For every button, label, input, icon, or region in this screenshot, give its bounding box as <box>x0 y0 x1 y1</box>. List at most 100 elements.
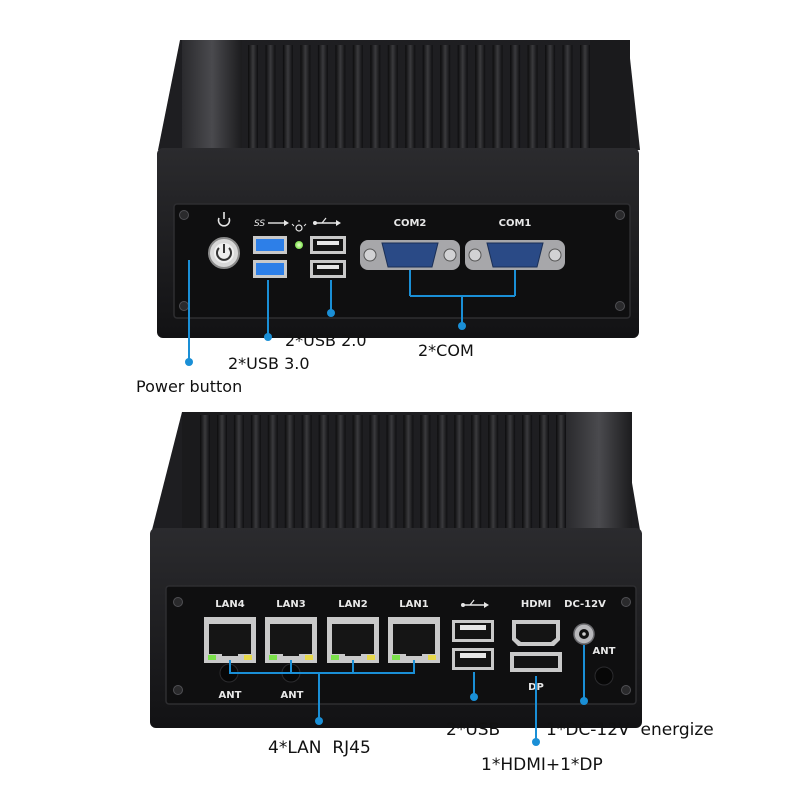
usb3-port[interactable] <box>253 260 287 278</box>
bottom-heatsink-fins <box>200 415 566 575</box>
heatsink-fin <box>522 415 533 575</box>
screw <box>173 597 183 607</box>
heatsink-fin <box>492 45 503 192</box>
heatsink-fin <box>318 415 329 575</box>
heatsink-fin <box>437 415 448 575</box>
callout-dot <box>458 322 466 330</box>
callout-dc: 1*DC-12V energize <box>546 720 714 740</box>
heatsink-fin <box>539 415 549 575</box>
lan1-label: LAN1 <box>399 599 428 610</box>
top-unit: SS <box>136 40 640 396</box>
heatsink-fin <box>282 45 293 192</box>
heatsink-fin <box>335 415 346 575</box>
callout-usb: 2*USB <box>446 720 500 740</box>
usb3-icon: SS <box>254 219 289 229</box>
com1-port[interactable] <box>465 240 565 270</box>
heatsink-fin <box>403 415 414 575</box>
usb-port[interactable] <box>452 620 494 642</box>
callout-dot <box>532 738 540 746</box>
top-heatsink-fins <box>248 45 590 192</box>
lan-port[interactable] <box>204 617 256 663</box>
heatsink-fin <box>317 45 328 192</box>
lan2-label: LAN2 <box>338 599 367 610</box>
dc-jack[interactable] <box>573 623 595 645</box>
heatsink-fin <box>454 415 465 575</box>
callout-lines-bottom <box>229 645 585 742</box>
lan-port[interactable] <box>388 617 440 663</box>
heatsink-fin <box>471 415 482 575</box>
status-led <box>295 241 303 249</box>
lan4-label: LAN4 <box>215 599 244 610</box>
heatsink-fin <box>420 415 431 575</box>
heatsink-fin <box>562 45 573 192</box>
bottom-unit: LAN4 LAN3 LAN2 LAN1 HDMI <box>150 412 714 775</box>
heatsink-fin <box>386 415 397 575</box>
usb-icon <box>461 599 489 608</box>
heatsink-fin <box>200 415 210 575</box>
lan-led-yellow <box>244 655 252 660</box>
hdmi-label: HDMI <box>521 599 551 610</box>
antenna-hole <box>594 666 614 686</box>
heatsink-fin <box>250 415 261 575</box>
heatsink-fin <box>217 415 227 575</box>
callout-lan: 4*LAN RJ45 <box>268 738 371 758</box>
usb2-port[interactable] <box>310 236 346 254</box>
lan-led-green <box>208 655 216 660</box>
lan-led-green <box>269 655 277 660</box>
usb2-port[interactable] <box>310 260 346 278</box>
usb3-port[interactable] <box>253 236 287 254</box>
heatsink-fin <box>457 45 468 192</box>
callout-dot <box>470 693 478 701</box>
com2-port[interactable] <box>360 240 460 270</box>
heatsink-fin <box>527 45 538 192</box>
screw <box>173 685 183 695</box>
ant-left1-label: ANT <box>219 690 242 701</box>
callout-dot <box>185 358 193 366</box>
heatsink-fin <box>265 45 276 192</box>
callout-dot <box>264 333 272 341</box>
heatsink-fin <box>352 415 363 575</box>
power-icon <box>217 212 231 227</box>
ant-left2-label: ANT <box>281 690 304 701</box>
com2-label: COM2 <box>394 218 427 229</box>
lan-port[interactable] <box>265 617 317 663</box>
power-button[interactable] <box>208 237 240 269</box>
lan-led-yellow <box>428 655 436 660</box>
callout-com: 2*COM <box>418 341 474 360</box>
heatsink-fin <box>505 415 516 575</box>
heatsink-fin <box>475 45 486 192</box>
dp-port[interactable] <box>510 652 562 672</box>
com1-label: COM1 <box>499 218 532 229</box>
heatsink-fin <box>556 415 566 575</box>
callout-usb30: 2*USB 3.0 <box>228 354 310 373</box>
heatsink-fin <box>301 415 312 575</box>
heatsink-fin <box>545 45 556 192</box>
top-right-inner <box>590 40 630 150</box>
callout-dot <box>315 717 323 725</box>
screw <box>621 597 631 607</box>
dc-label: DC-12V <box>564 599 606 610</box>
lan-led-yellow <box>367 655 375 660</box>
heatsink-fin <box>352 45 363 192</box>
heatsink-fin <box>422 45 433 192</box>
heatsink-fin <box>248 45 258 192</box>
screw <box>615 210 625 220</box>
lan3-label: LAN3 <box>276 599 305 610</box>
hdmi-port[interactable] <box>512 620 560 646</box>
callout-dot <box>327 309 335 317</box>
lan-led-green <box>392 655 400 660</box>
usb-icon <box>313 217 341 226</box>
heatsink-fin <box>233 415 244 575</box>
heatsink-fin <box>369 415 380 575</box>
usb-port[interactable] <box>452 648 494 670</box>
heatsink-fin <box>440 45 451 192</box>
led-bulb-icon <box>291 220 307 232</box>
heatsink-fin <box>267 415 278 575</box>
heatsink-fin <box>284 415 295 575</box>
callout-lines-top <box>188 260 516 362</box>
lan-port[interactable] <box>327 617 379 663</box>
screw <box>179 210 189 220</box>
screw <box>621 685 631 695</box>
callout-power: Power button <box>136 377 242 396</box>
